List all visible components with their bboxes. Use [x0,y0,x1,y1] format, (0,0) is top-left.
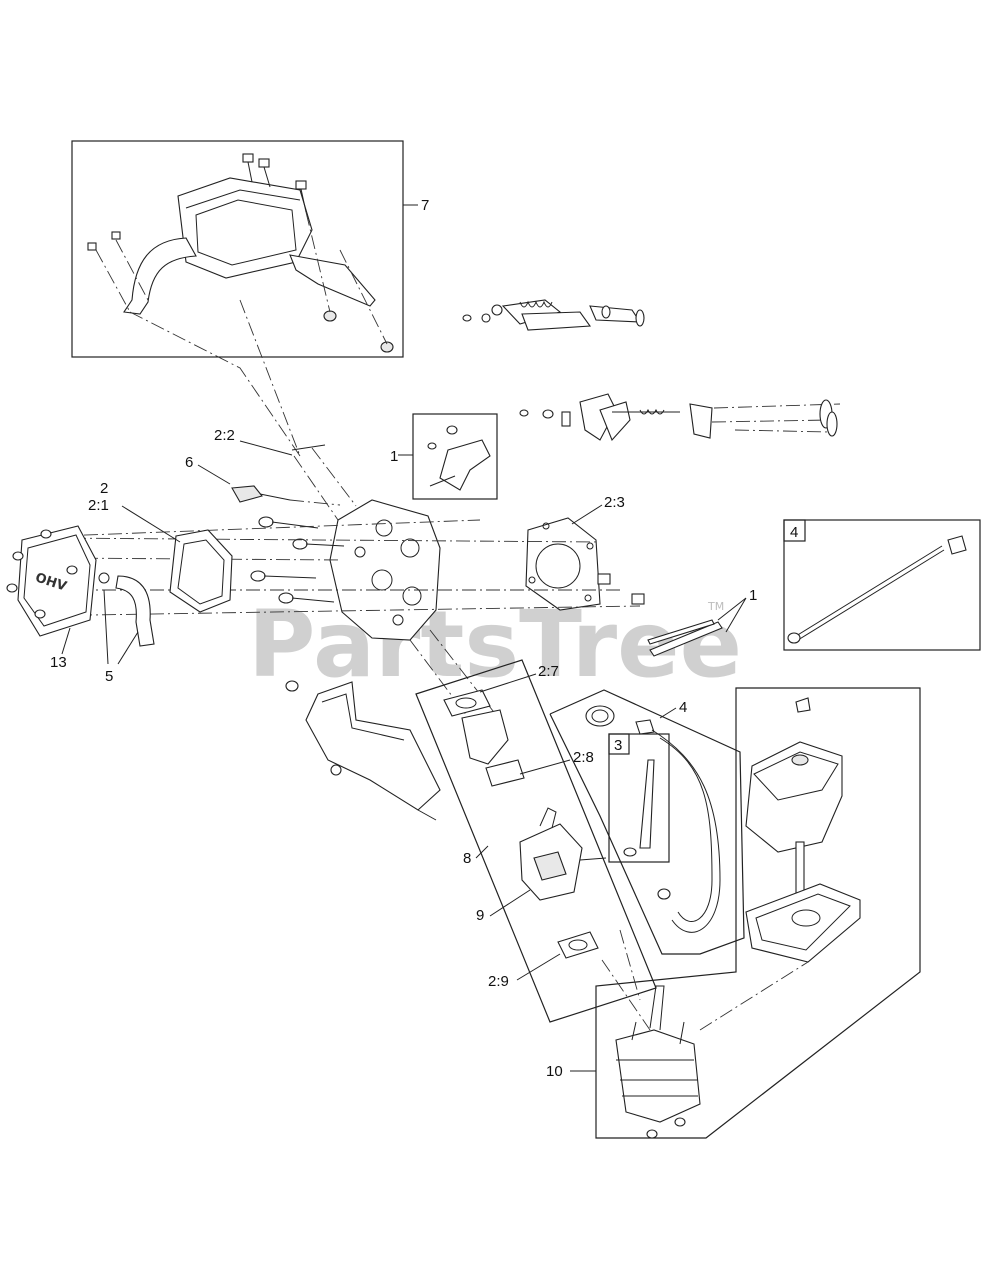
callout-2-9: 2:9 [488,973,509,990]
callout-6: 6 [185,454,193,471]
callout-2-7: 2:7 [538,663,559,680]
breather-tube [98,572,155,647]
muffler-box [71,140,418,358]
callout-7: 7 [421,197,429,214]
dipstick-parts [647,619,723,657]
carburetor-box [415,659,657,1023]
cylinder-head [329,499,441,641]
callout-2: 2 [100,480,108,497]
air-shroud [285,680,441,821]
callout-1-top: 1 [390,448,398,465]
callout-4-box: 4 [790,524,798,541]
choke-cable-box [783,519,981,651]
callout-13: 13 [50,654,67,671]
valve-train-upper [462,299,645,331]
spark-plug [231,485,291,503]
callout-2-1: 2:1 [88,497,109,514]
callout-5: 5 [105,668,113,685]
callout-4: 4 [679,699,687,716]
callout-2-3: 2:3 [604,494,625,511]
callout-1-right: 1 [749,587,757,604]
valve-train-lower [519,393,841,442]
callout-2-2: 2:2 [214,427,235,444]
head-gasket [525,517,645,611]
governor-box [398,413,498,500]
head-bolts [250,516,345,604]
valve-cover-gasket [169,529,233,613]
callout-8: 8 [463,850,471,867]
callout-3: 3 [614,737,622,754]
air-filter-box [595,687,921,1139]
watermark-trademark: TM [707,600,724,613]
callout-2-8: 2:8 [573,749,594,766]
callout-10: 10 [546,1063,563,1080]
watermark: PartsTree [248,591,742,698]
valve-cover: OHV [6,525,97,637]
primer-hose-box [549,689,745,955]
fuel-line-box [608,733,670,863]
callout-9: 9 [476,907,484,924]
